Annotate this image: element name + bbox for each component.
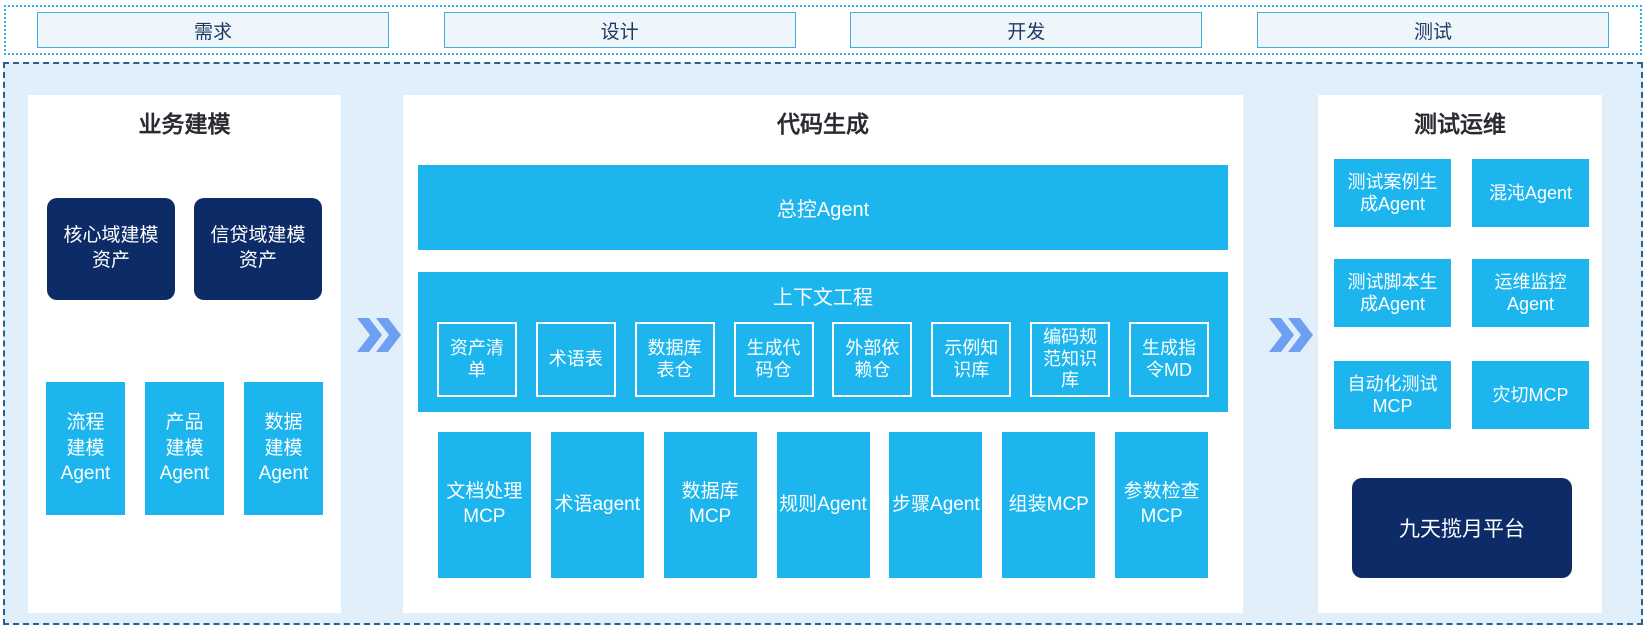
business-modeling-panel: 业务建模 核心域建模 资产 信贷域建模 资产 流程 建模 Agent 产品 建模… [28, 95, 341, 613]
double-chevron-right-icon [1267, 316, 1315, 354]
test-ops-title: 测试运维 [1414, 111, 1506, 137]
test-script-generation-agent-box: 测试脚本生 成Agent [1334, 259, 1451, 327]
ops-monitoring-agent-box: 运维监控 Agent [1472, 259, 1589, 327]
code-generation-title: 代码生成 [777, 111, 869, 137]
credit-domain-assets-box: 信贷域建模 资产 [194, 198, 322, 300]
terminology-agent-box: 术语agent [550, 432, 644, 578]
phase-design: 设计 [443, 12, 796, 48]
code-generation-panel: 代码生成 总控Agent 上下文工程 资产清 单 术语表 数据库 表仓 生成代 … [403, 95, 1243, 613]
context-engineering-title: 上下文工程 [773, 287, 873, 309]
phases-bar: 需求 设计 开发 测试 [4, 5, 1642, 55]
process-modeling-agent-box: 流程 建模 Agent [46, 382, 125, 515]
automated-testing-mcp-box: 自动化测试 MCP [1334, 361, 1451, 429]
example-knowledge-base-box: 示例知 识库 [931, 322, 1012, 397]
step-agent-box: 步骤Agent [889, 432, 983, 578]
double-chevron-right-icon [355, 316, 403, 354]
rule-agent-box: 规则Agent [776, 432, 870, 578]
asset-list-box: 资产清 单 [436, 322, 517, 397]
document-processing-mcp-box: 文档处理 MCP [437, 432, 531, 578]
database-table-repo-box: 数据库 表仓 [634, 322, 715, 397]
context-engineering-section: 上下文工程 资产清 单 术语表 数据库 表仓 生成代 码仓 外部依 赖仓 示例知… [418, 272, 1228, 412]
coding-standards-knowledge-base-box: 编码规 范知识 库 [1030, 322, 1111, 397]
jiutian-lanyue-platform-box: 九天揽月平台 [1352, 478, 1572, 578]
product-modeling-agent-box: 产品 建模 Agent [145, 382, 224, 515]
external-dependency-repo-box: 外部依 赖仓 [832, 322, 913, 397]
database-mcp-box: 数据库 MCP [663, 432, 757, 578]
chaos-agent-box: 混沌Agent [1472, 159, 1589, 227]
phase-development: 开发 [850, 12, 1203, 48]
modeling-agents-row: 流程 建模 Agent 产品 建模 Agent 数据 建模 Agent [28, 382, 341, 515]
parameter-check-mcp-box: 参数检查 MCP [1115, 432, 1209, 578]
data-modeling-agent-box: 数据 建模 Agent [244, 382, 323, 515]
generation-instruction-md-box: 生成指 令MD [1129, 322, 1209, 397]
core-domain-assets-box: 核心域建模 资产 [47, 198, 175, 300]
master-control-agent-bar: 总控Agent [418, 165, 1228, 250]
assembly-mcp-box: 组装MCP [1002, 432, 1096, 578]
glossary-box: 术语表 [535, 322, 616, 397]
modeling-assets-row: 核心域建模 资产 信贷域建模 资产 [28, 198, 341, 300]
phase-testing: 测试 [1256, 12, 1609, 48]
phase-requirements: 需求 [37, 12, 389, 48]
test-case-generation-agent-box: 测试案例生 成Agent [1334, 159, 1451, 227]
test-ops-panel: 测试运维 测试案例生 成Agent 混沌Agent 测试脚本生 成Agent 运… [1318, 95, 1602, 613]
context-items-row: 资产清 单 术语表 数据库 表仓 生成代 码仓 外部依 赖仓 示例知 识库 编码… [418, 322, 1228, 397]
business-modeling-title: 业务建模 [138, 111, 231, 137]
disaster-switch-mcp-box: 灾切MCP [1472, 361, 1589, 429]
code-gen-tools-row: 文档处理 MCP 术语agent 数据库 MCP 规则Agent 步骤Agent… [418, 432, 1228, 578]
main-diagram-container: 业务建模 核心域建模 资产 信贷域建模 资产 流程 建模 Agent 产品 建模… [3, 62, 1643, 625]
generated-code-repo-box: 生成代 码仓 [733, 322, 814, 397]
